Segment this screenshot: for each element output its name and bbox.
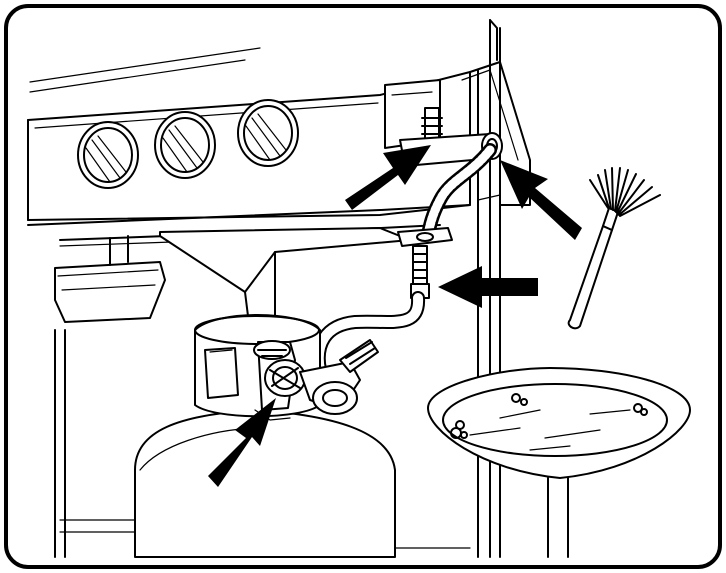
control-knob-3 bbox=[238, 100, 298, 166]
hose-fitting bbox=[411, 246, 429, 298]
control-knob-2 bbox=[155, 112, 215, 178]
control-knob-1 bbox=[78, 122, 138, 188]
